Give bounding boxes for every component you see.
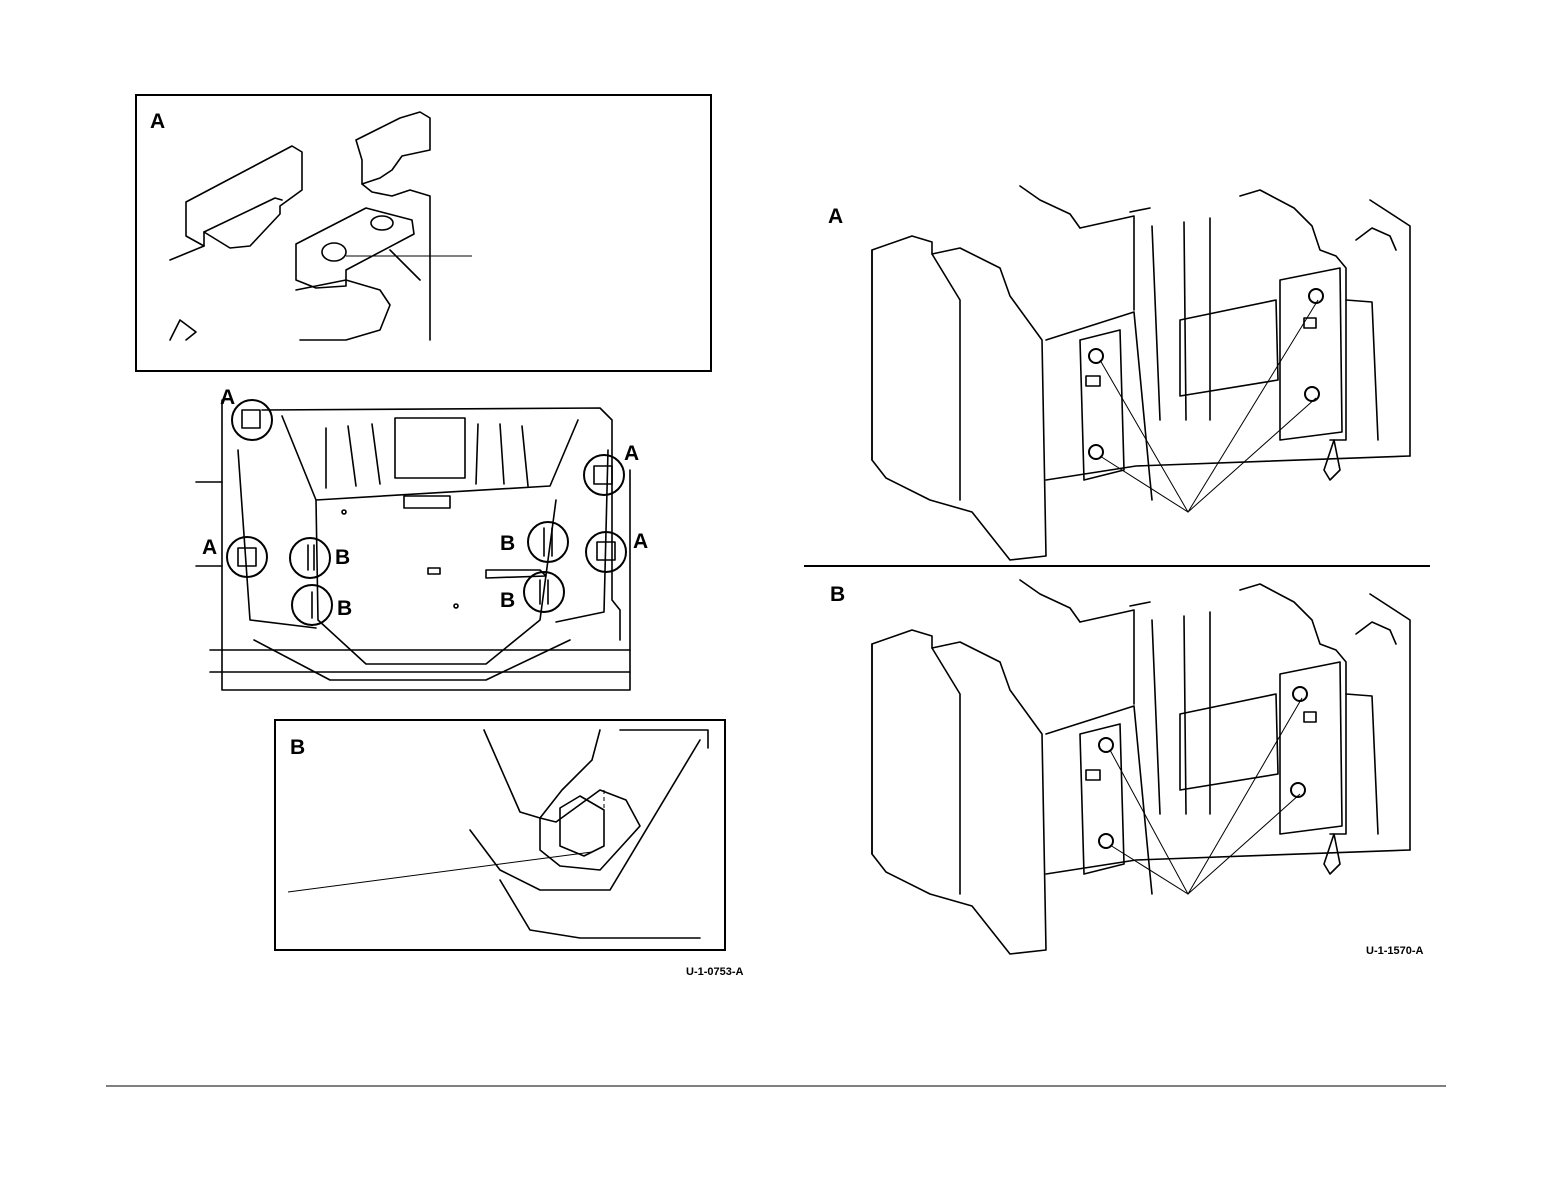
- view-a: A: [828, 186, 1410, 560]
- right-figure: A: [804, 186, 1430, 957]
- left-figure-id: U-1-0753-A: [686, 966, 744, 978]
- detail-b-drawing: [288, 730, 708, 938]
- callout-a-mid-right: A: [586, 530, 648, 572]
- view-b: B: [830, 580, 1410, 954]
- callout-b-mid-right: B: [500, 522, 568, 562]
- detail-b-frame: [275, 720, 725, 950]
- callout-label: B: [335, 546, 350, 569]
- right-figure-id: U-1-1570-A: [1366, 945, 1424, 957]
- callout-label: B: [500, 589, 515, 612]
- callout-a-top-left: A: [220, 386, 272, 440]
- callout-a-mid-left: A: [202, 536, 267, 577]
- detail-a-panel: A: [136, 95, 711, 371]
- callout-b-low-left: B: [292, 585, 352, 625]
- callout-label: A: [220, 386, 235, 409]
- callout-label: A: [202, 536, 217, 559]
- detail-b-label: B: [290, 736, 305, 759]
- callout-label: A: [624, 442, 639, 465]
- view-a-label: A: [828, 205, 843, 228]
- detail-a-frame: [136, 95, 711, 371]
- left-figure: A: [136, 95, 744, 978]
- callout-label: A: [633, 530, 648, 553]
- callout-b-mid-left: B: [290, 538, 350, 578]
- tray-view: [196, 400, 630, 690]
- view-a-drawing: [872, 186, 1410, 560]
- callout-label: B: [337, 597, 352, 620]
- callout-label: B: [500, 532, 515, 555]
- detail-b-panel: B: [275, 720, 725, 950]
- view-b-label: B: [830, 583, 845, 606]
- detail-a-label: A: [150, 110, 165, 133]
- detail-a-drawing: [170, 112, 472, 340]
- view-b-drawing: [872, 580, 1410, 954]
